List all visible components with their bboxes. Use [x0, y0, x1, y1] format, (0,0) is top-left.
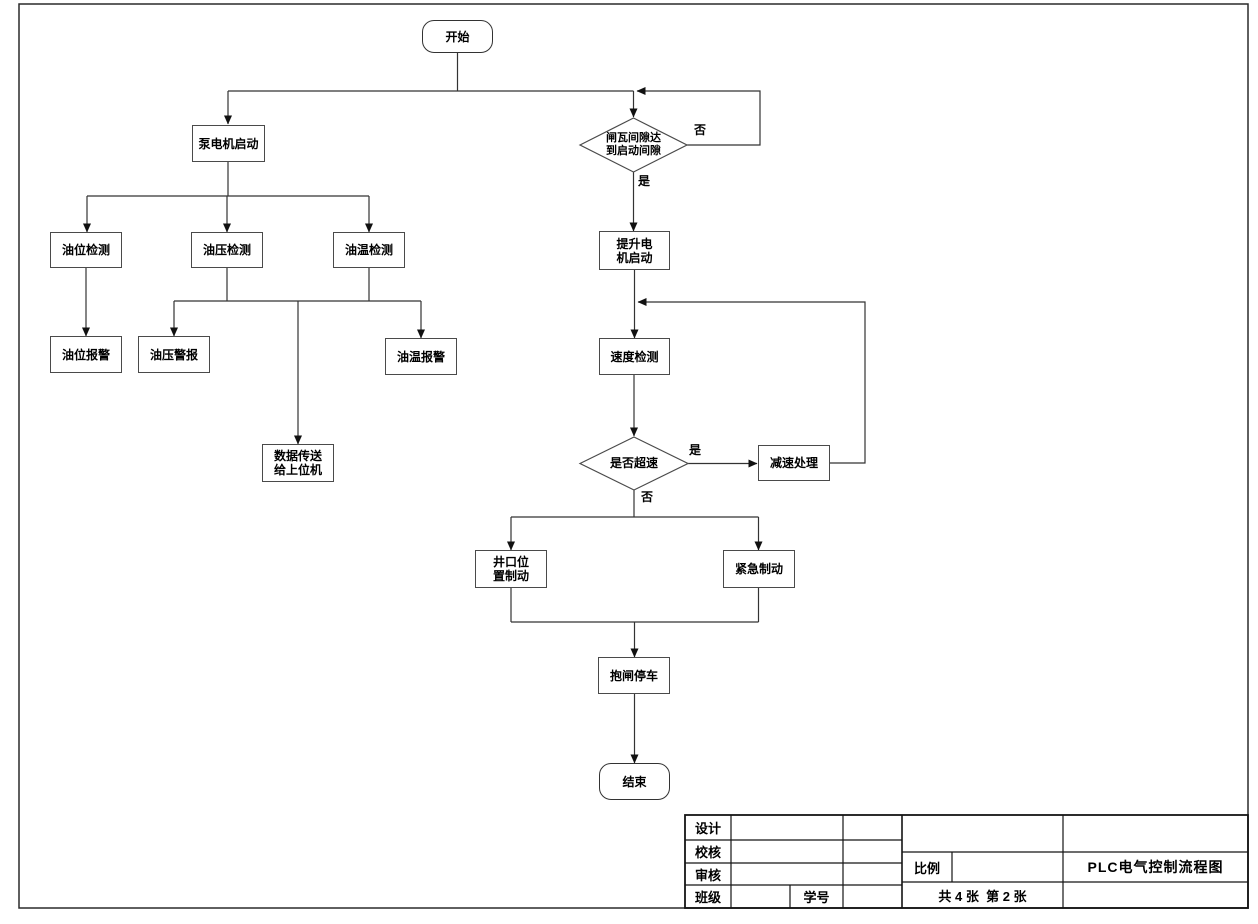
node-speed-detect: 速度检测	[599, 338, 670, 375]
label-overspeed-yes: 是	[689, 443, 702, 457]
titleblock-drawing-title: PLC电气控制流程图	[1087, 859, 1224, 875]
node-start: 开始	[422, 20, 493, 53]
node-hoist-motor-start: 提升电 机启动	[599, 231, 670, 270]
node-emergency-brake: 紧急制动	[723, 550, 795, 588]
node-end: 结束	[599, 763, 670, 800]
node-oil-temp-alarm: 油温报警	[385, 338, 457, 375]
connectors	[82, 53, 866, 764]
node-oil-pressure-alarm: 油压警报	[138, 336, 210, 373]
node-oil-temp-detect: 油温检测	[333, 232, 405, 268]
titleblock-scale-label: 比例	[913, 860, 940, 876]
titleblock-class-label: 班级	[694, 890, 721, 905]
title-block-grid	[684, 814, 1249, 909]
node-oil-pressure-detect: 油压检测	[191, 232, 263, 268]
node-brake-stop: 抱闸停车	[598, 657, 670, 694]
titleblock-review-label: 审核	[694, 867, 721, 883]
titleblock-design-label: 设计	[694, 821, 721, 836]
edge-decel-loop	[637, 298, 866, 464]
node-oil-level-detect: 油位检测	[50, 232, 122, 268]
titleblock-student-id-label: 学号	[803, 890, 830, 905]
edge-gap-no-loop	[636, 87, 761, 146]
node-wellhead-brake: 井口位 置制动	[475, 550, 547, 588]
drawing-frame	[18, 3, 1249, 909]
label-gap-no: 否	[694, 123, 707, 137]
node-data-to-host: 数据传送 给上位机	[262, 444, 334, 482]
label-gap-yes: 是	[638, 174, 651, 188]
node-oil-level-alarm: 油位报警	[50, 336, 122, 373]
node-pump-motor-start: 泵电机启动	[192, 125, 265, 162]
node-decelerate: 减速处理	[758, 445, 830, 481]
diamond-overspeed-check	[578, 436, 690, 491]
titleblock-sheet-info: 共 4 张 第 2 张	[938, 888, 1027, 904]
label-overspeed-no: 否	[641, 490, 654, 504]
diamond-brake-gap-check	[578, 117, 689, 173]
titleblock-check-label: 校核	[694, 845, 721, 860]
